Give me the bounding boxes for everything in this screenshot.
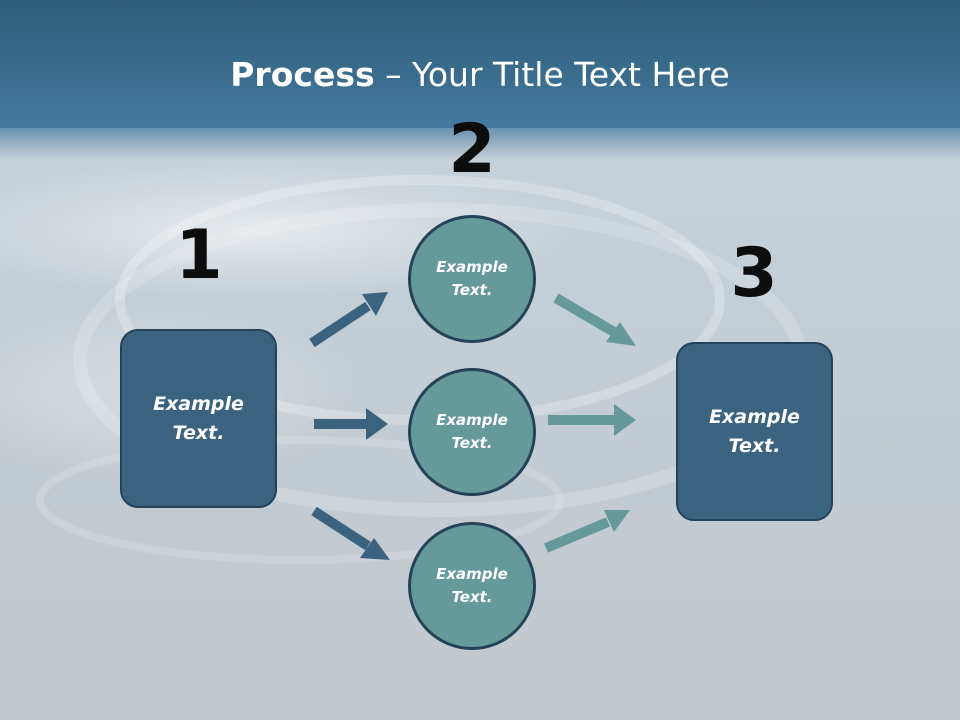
process-box-right-label: Example Text. xyxy=(709,405,800,457)
arrow-to-middle-circle xyxy=(314,408,388,440)
process-box-left: Example Text. xyxy=(120,329,277,508)
title-bold: Process xyxy=(230,55,375,94)
slide-title: Process – Your Title Text Here xyxy=(0,52,960,98)
title-bar-fade xyxy=(0,120,960,160)
arrow-from-top-circle xyxy=(553,293,636,346)
process-circle-middle-label: Example Text. xyxy=(436,411,508,452)
arrow-from-bottom-circle xyxy=(544,510,630,553)
process-circle-bottom: Example Text. xyxy=(408,522,536,650)
title-rest: – Your Title Text Here xyxy=(374,55,730,94)
process-circle-top-label: Example Text. xyxy=(436,258,508,299)
step-number-1: 1 xyxy=(175,216,223,295)
process-circle-bottom-label: Example Text. xyxy=(436,565,508,606)
process-circle-middle: Example Text. xyxy=(408,368,536,496)
arrow-to-bottom-circle xyxy=(311,506,390,560)
arrow-from-middle-circle xyxy=(548,404,636,436)
step-number-3: 3 xyxy=(730,234,778,313)
process-circle-top: Example Text. xyxy=(408,215,536,343)
process-box-left-label: Example Text. xyxy=(153,392,244,444)
arrow-to-top-circle xyxy=(309,292,388,348)
title-bar xyxy=(0,0,960,128)
process-box-right: Example Text. xyxy=(676,342,833,521)
step-number-2: 2 xyxy=(448,110,496,189)
